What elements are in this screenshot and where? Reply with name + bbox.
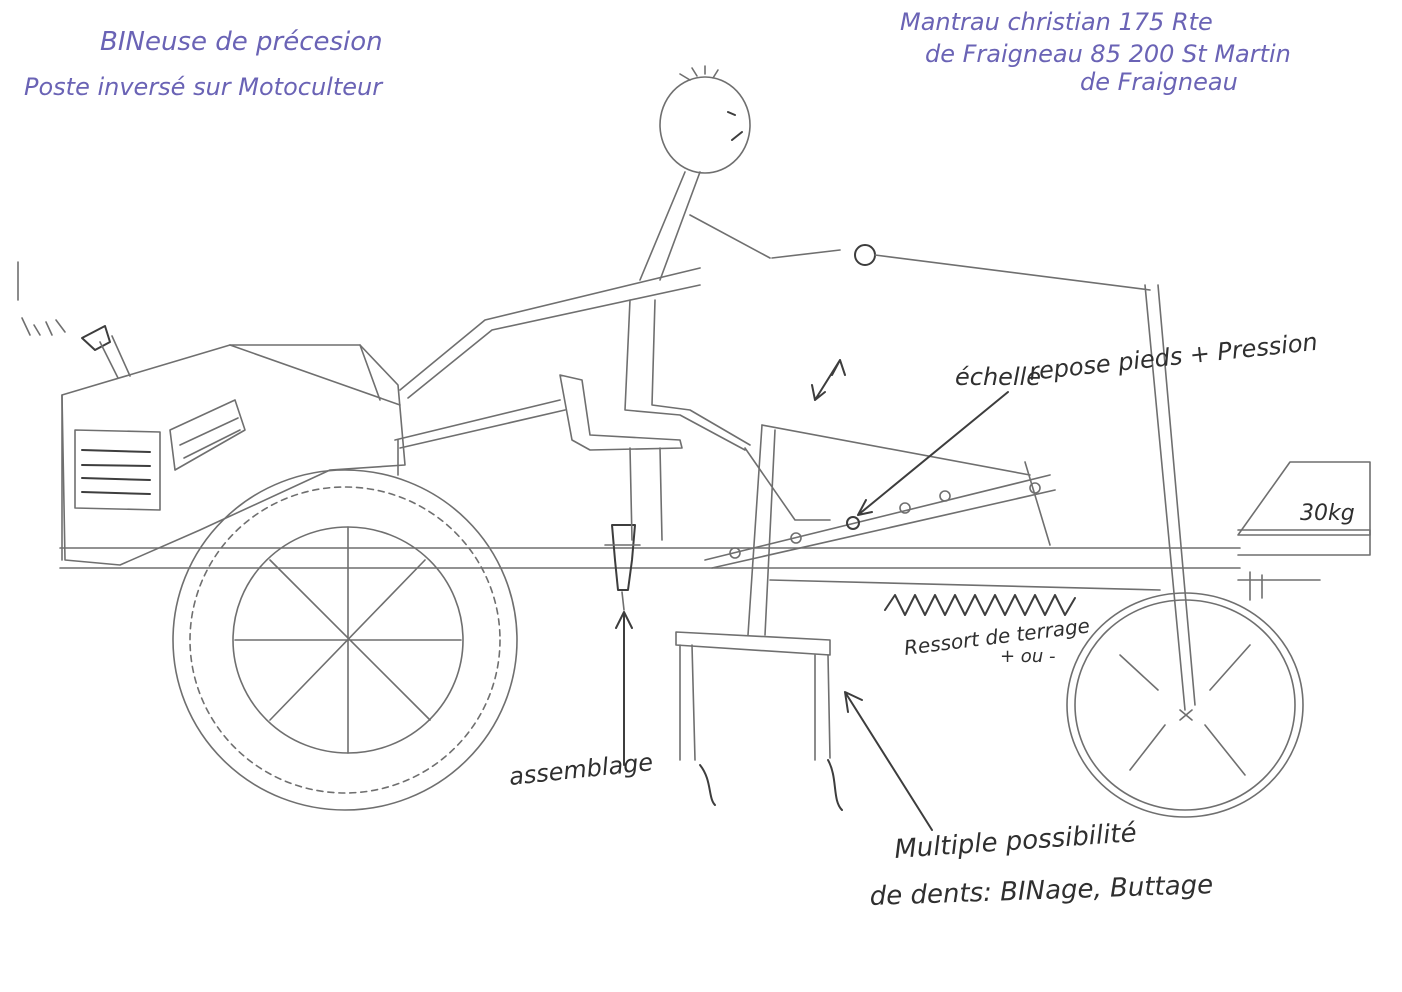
engine-hood bbox=[61, 344, 406, 566]
terrage-spring bbox=[884, 594, 1076, 616]
operator-seat bbox=[559, 374, 683, 541]
tool-carrier-frame bbox=[747, 359, 1161, 636]
author-address-line2: de Fraigneau 85 200 St Martin bbox=[925, 40, 1291, 68]
label-ressort-sub: + ou - bbox=[1000, 646, 1055, 667]
drive-wheel bbox=[172, 469, 518, 811]
label-echelle: échelle bbox=[955, 363, 1041, 391]
hoe-tines bbox=[675, 631, 843, 811]
label-assemblage: assemblage bbox=[508, 748, 655, 791]
assembly-joint bbox=[604, 524, 641, 611]
handlebar-arms bbox=[394, 267, 701, 476]
label-ressort: Ressort de terrage bbox=[903, 613, 1091, 660]
drawing-subtitle: Poste inversé sur Motoculteur bbox=[24, 73, 384, 101]
chassis-frame bbox=[59, 529, 1371, 601]
author-address-line1: Mantrau christian 175 Rte bbox=[900, 8, 1213, 36]
drawing-title: BINeuse de précesion bbox=[100, 27, 383, 57]
label-multiple-2: de dents: BINage, Buttage bbox=[869, 870, 1213, 912]
author-address-line3: de Fraigneau bbox=[1080, 68, 1238, 96]
exhaust-pipe bbox=[17, 261, 131, 379]
annotation-arrows bbox=[615, 391, 1009, 831]
weight-label: 30kg bbox=[1300, 501, 1355, 526]
operator-figure bbox=[624, 65, 1151, 521]
label-repose-pieds: repose pieds + Pression bbox=[1028, 328, 1319, 386]
rear-support-wheel bbox=[1066, 592, 1304, 818]
footrest-ladder bbox=[704, 461, 1056, 569]
ballast-box: 30kg bbox=[1237, 461, 1371, 536]
pressure-pole bbox=[1144, 284, 1196, 721]
